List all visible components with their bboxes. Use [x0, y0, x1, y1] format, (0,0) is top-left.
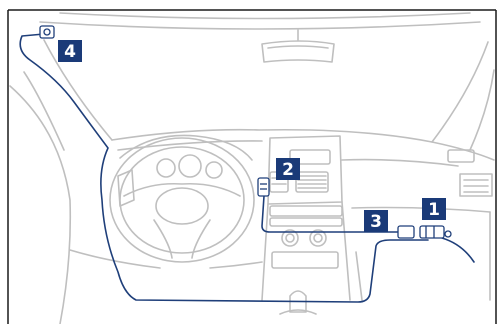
callout-badge-4: 4 [58, 40, 82, 62]
fuse-holder [420, 226, 444, 238]
junction-box [398, 226, 414, 238]
callout-badge-3: 3 [364, 210, 388, 232]
dash-unit-body [258, 178, 269, 196]
callout-label-2: 2 [282, 160, 294, 180]
cable-passenger-tail [442, 238, 474, 262]
callout-label-1: 1 [428, 200, 440, 220]
cable-main-run [20, 34, 428, 302]
camera-lens-icon [44, 29, 50, 35]
steering-wheel [110, 138, 254, 262]
dash-unit [258, 178, 269, 196]
callout-badge-1: 1 [422, 198, 446, 220]
centre-console [262, 136, 350, 300]
headliner-outline [60, 13, 470, 19]
windshield-camera [40, 26, 54, 38]
headliner-inner [40, 22, 480, 29]
lower-dash-right [210, 262, 262, 268]
car-interior-drawing [10, 13, 494, 324]
connector-plug-icon [445, 231, 451, 237]
rearview-mirror [262, 30, 334, 62]
a-pillar-right-inner [470, 70, 494, 150]
callout-label-4: 4 [64, 42, 76, 62]
callout-badge-2: 2 [276, 158, 300, 180]
cable-routing [20, 34, 474, 302]
gear-shifter [280, 291, 316, 314]
junction-module [398, 226, 451, 238]
callout-label-3: 3 [370, 212, 382, 232]
driver-door [10, 86, 70, 324]
